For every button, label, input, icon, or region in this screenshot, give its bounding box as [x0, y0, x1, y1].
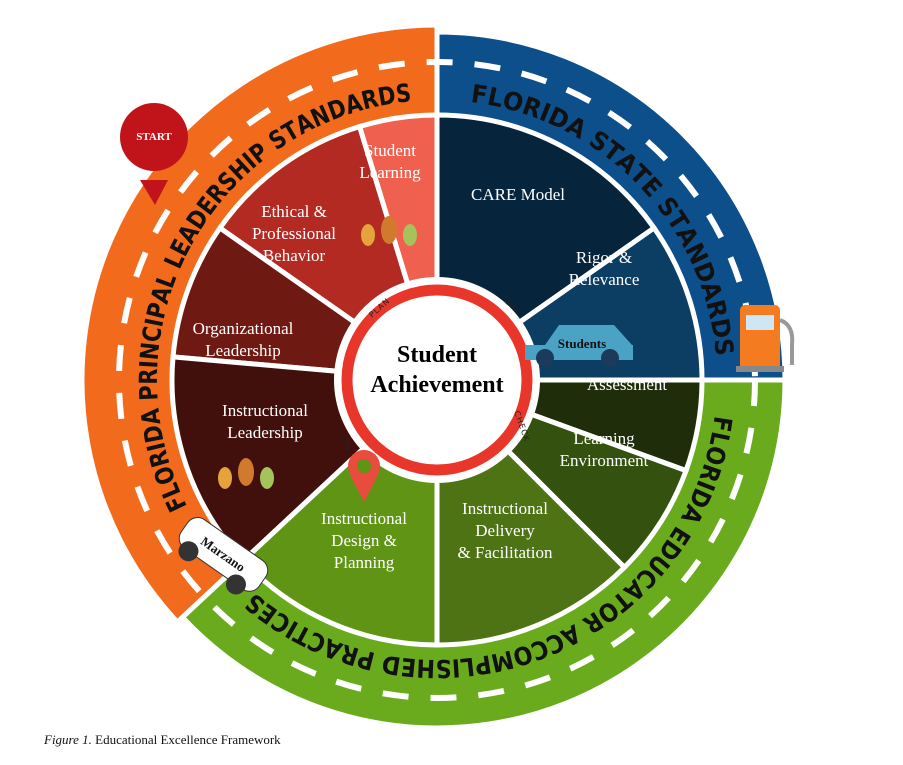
ring-letter: R — [145, 447, 177, 470]
ring-letter: P — [135, 385, 164, 402]
ring-letter: R — [359, 85, 382, 116]
ring-letter: P — [354, 643, 377, 676]
ring-letter: L — [459, 651, 476, 682]
ring-letter: S — [394, 80, 412, 110]
tree-icons-top — [361, 216, 417, 246]
ring-letter: E — [399, 652, 417, 683]
ring-letter: D — [380, 649, 403, 681]
pdca-cycle-ring — [341, 284, 533, 476]
marzano-car-icon: Marzano — [178, 517, 269, 595]
ring-letter: F — [706, 414, 738, 434]
ring-letter: A — [137, 407, 167, 427]
road-dashes — [116, 59, 758, 701]
ring-letter: N — [136, 341, 166, 361]
ring-letter: D — [376, 81, 398, 112]
students-car-icon: Students — [525, 325, 633, 367]
ring-letter: S — [435, 653, 452, 683]
svg-text:Students: Students — [558, 336, 606, 351]
figure-caption: Figure 1. Educational Excellence Framewo… — [44, 732, 281, 747]
tree-icons-bottom — [218, 458, 274, 489]
ring-letter: A — [342, 89, 366, 121]
ring-letter: H — [416, 653, 436, 683]
start-marker: START — [120, 103, 188, 205]
ring-letter: R — [135, 368, 163, 385]
svg-text:START: START — [136, 131, 172, 143]
ring-letter: C — [138, 325, 168, 345]
ring-letter: I — [136, 360, 165, 369]
ring-letter: F — [469, 79, 489, 111]
ring-letter: L — [703, 429, 735, 449]
wedge-assessment: Assessment — [587, 375, 668, 394]
center-title-1: Student — [397, 342, 477, 368]
ring-letter: D — [139, 423, 170, 445]
ring-letter: I — [451, 653, 461, 683]
wedge-care: CARE Model — [471, 185, 565, 204]
ring-letter: S — [708, 337, 739, 357]
ring-letter: P — [473, 649, 494, 681]
wedge-rigor: Rigor &Relevance — [569, 248, 640, 289]
center-title-2: Achievement — [370, 372, 503, 398]
fuel-pump-icon — [736, 305, 795, 372]
location-pin-icon — [348, 450, 380, 502]
ring-letter: P — [142, 300, 173, 322]
ring-letter: A — [146, 283, 178, 307]
ring-letter: L — [485, 81, 506, 113]
